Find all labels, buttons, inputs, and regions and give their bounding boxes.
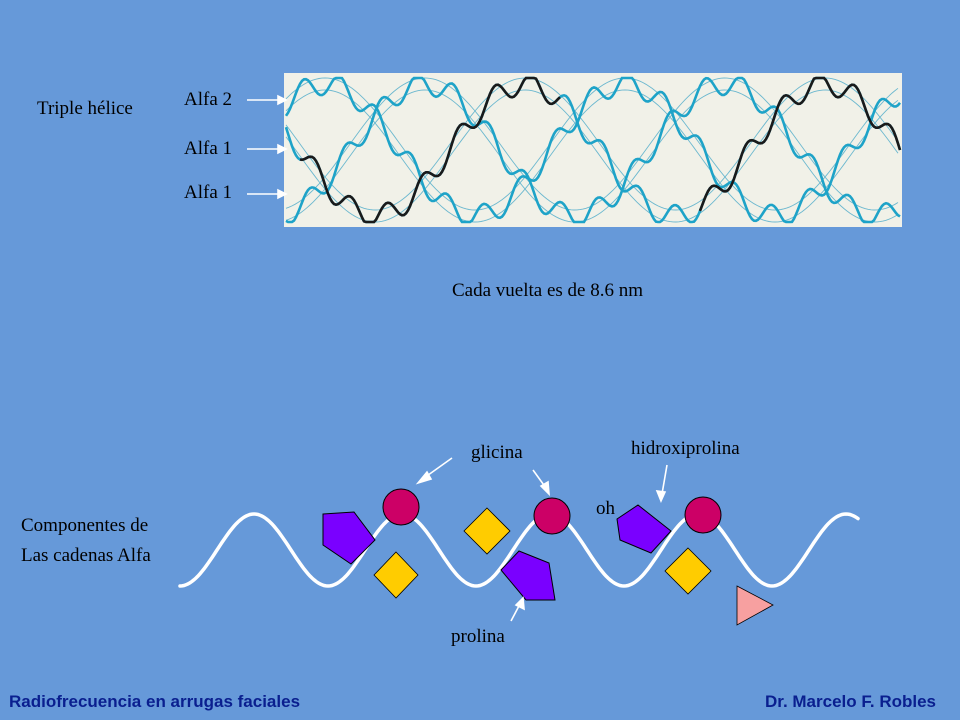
footer-presentation-title: Radiofrecuencia en arrugas faciales (9, 692, 301, 711)
glycine-circle-2 (533, 497, 571, 535)
footer-author: Dr. Marcelo F. Robles (765, 692, 936, 711)
helix-strands (284, 76, 902, 224)
hidroxiprolina-arrow-head (655, 490, 667, 504)
hydroxyl-diamond-2 (463, 507, 511, 555)
strand-arrow-3-head (277, 188, 288, 200)
prolina-arrow-head (514, 596, 525, 611)
label-arrows (415, 457, 668, 622)
helix-ribbon-edge-0-0 (285, 77, 899, 211)
proline-pentagon-1 (322, 511, 376, 565)
strand-arrows (247, 94, 288, 200)
hidroxiprolina-arrow (661, 464, 668, 495)
proline-pentagon-3 (616, 504, 672, 554)
helix-dark-segment-2 (698, 76, 902, 212)
strand-label-alfa-1-b: Alfa 1 (184, 182, 233, 203)
glicina-arrow-left-head (415, 470, 433, 485)
hydroxyl-diamond-3 (664, 547, 712, 595)
strand-arrow-2-head (277, 143, 288, 155)
helix-turn-caption: Cada vuelta es de 8.6 nm (452, 280, 644, 301)
triple-helix-title: Triple hélice (37, 98, 133, 119)
strand-label-alfa-1-a: Alfa 1 (184, 138, 233, 159)
glycine-circle-1 (382, 488, 420, 526)
glicina-label: glicina (471, 442, 523, 463)
helix-strand-1 (285, 76, 901, 224)
helix-dark-segment-1 (299, 76, 561, 224)
strand-label-alfa-2: Alfa 2 (184, 89, 233, 110)
proline-pentagon-2 (500, 550, 556, 601)
helix-strand-2 (284, 76, 901, 224)
glicina-arrow-right-head (539, 480, 550, 497)
oh-label: oh (596, 498, 615, 519)
chain-title-line-1: Componentes de (21, 515, 149, 536)
helix-ribbon-edge-2-0 (285, 77, 899, 211)
prolina-label: prolina (451, 626, 505, 647)
chain-title-line-2: Las cadenas Alfa (21, 545, 151, 566)
strand-arrow-1-head (277, 94, 288, 106)
hydroxyl-diamond-1 (373, 551, 419, 599)
hidroxiprolina-label: hidroxiprolina (631, 438, 740, 459)
terminal-triangle (736, 585, 774, 626)
alpha-chain-wave (178, 512, 860, 588)
helix-ribbon-edge-1-1 (285, 89, 899, 223)
glycine-circle-3 (684, 496, 722, 534)
